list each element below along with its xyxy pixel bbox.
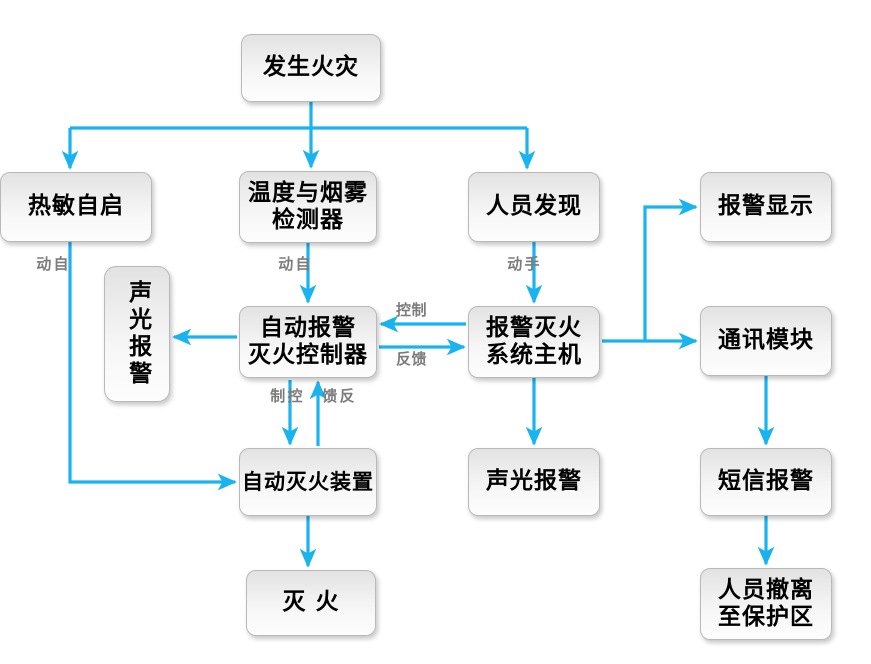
node-sound-light-alarm-center-label: 声光报警: [486, 468, 582, 495]
node-fire[interactable]: 发生火灾: [241, 34, 381, 102]
edge-label-host-feedback: 反馈: [396, 350, 428, 368]
node-temperature-smoke-detector[interactable]: 温度与烟雾 检测器: [239, 171, 377, 243]
node-fire-label: 发生火灾: [263, 54, 359, 81]
node-alarm-extinguish-system-host[interactable]: 报警灭火 系统主机: [468, 306, 600, 378]
edge-host-to-display: [643, 198, 698, 341]
node-thermal-auto-start[interactable]: 热敏自启: [0, 172, 152, 242]
node-fire-extinguished[interactable]: 灭 火: [246, 570, 376, 636]
node-communication-module[interactable]: 通讯模块: [700, 306, 832, 376]
node-auto-extinguishing-device[interactable]: 自动灭火装置: [239, 448, 377, 516]
node-evacuate-to-protected-area[interactable]: 人员撤离 至保护区: [700, 568, 832, 640]
edge-label-detector-auto: 自 动: [276, 256, 312, 272]
node-auto-extinguishing-device-label: 自动灭火装置: [242, 469, 374, 494]
node-auto-alarm-extinguish-controller[interactable]: 自动报警 灭火控制器: [239, 306, 377, 378]
node-fire-extinguished-label: 灭 火: [282, 589, 340, 616]
node-human-discovery-label: 人员发现: [486, 193, 582, 220]
edge-label-device-control: 控 制: [268, 388, 304, 404]
node-evacuate-to-protected-area-label: 人员撤离 至保护区: [718, 576, 814, 630]
edge-label-human-manual: 手 动: [505, 256, 541, 272]
node-alarm-display-label: 报警显示: [718, 193, 814, 220]
node-human-discovery[interactable]: 人员发现: [468, 172, 600, 242]
node-alarm-display[interactable]: 报警显示: [700, 172, 832, 242]
node-sound-light-alarm-center[interactable]: 声光报警: [468, 448, 600, 516]
node-sms-alarm[interactable]: 短信报警: [700, 448, 832, 516]
node-sms-alarm-label: 短信报警: [718, 468, 814, 495]
node-thermal-auto-start-label: 热敏自启: [28, 193, 124, 220]
edge-label-host-control: 控制: [396, 301, 428, 319]
node-sound-light-alarm-left[interactable]: 声光报警: [104, 266, 170, 402]
node-auto-alarm-extinguish-controller-label: 自动报警 灭火控制器: [248, 314, 368, 368]
node-sound-light-alarm-left-label: 声光报警: [124, 280, 151, 388]
node-temperature-smoke-detector-label: 温度与烟雾 检测器: [248, 179, 368, 233]
edge-label-thermal-auto: 自 动: [34, 256, 70, 272]
node-communication-module-label: 通讯模块: [718, 327, 814, 354]
node-alarm-extinguish-system-host-label: 报警灭火 系统主机: [486, 314, 582, 368]
edge-label-device-feedback: 反 馈: [320, 388, 356, 404]
